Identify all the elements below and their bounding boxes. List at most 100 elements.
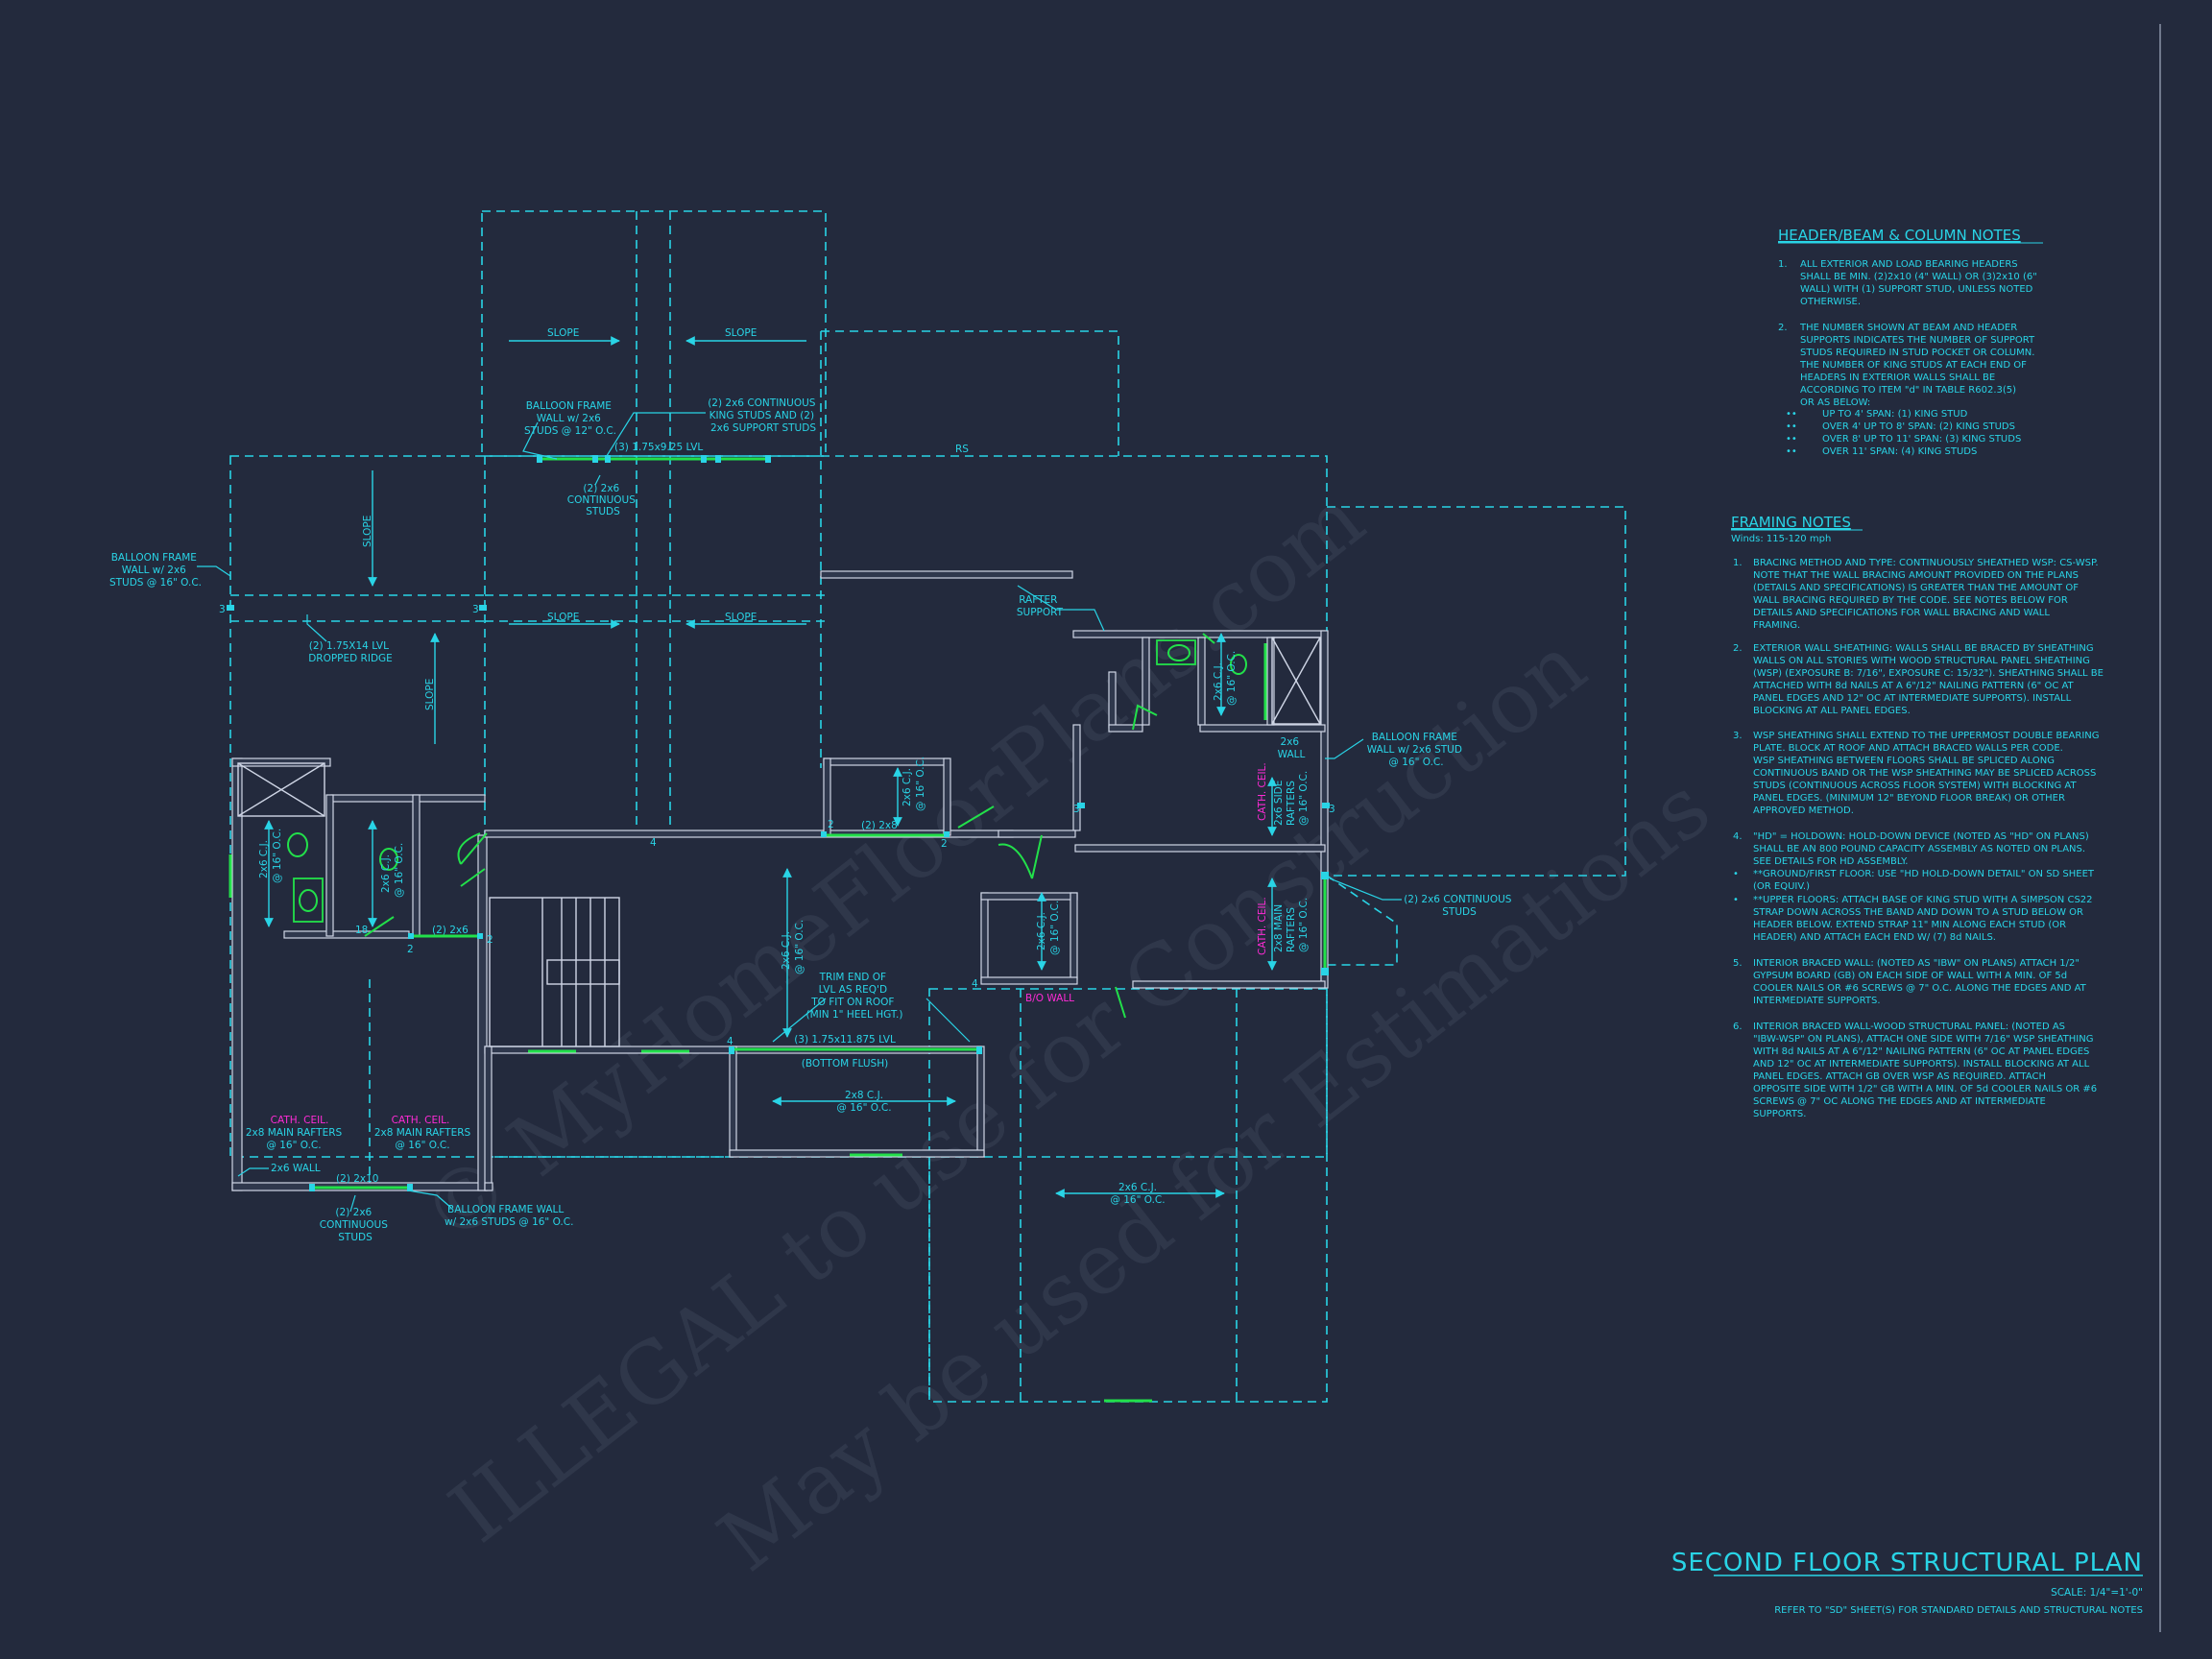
toilet-icon — [1230, 654, 1247, 675]
title-block: SECOND FLOOR STRUCTURAL PLAN SCALE: 1/4"… — [1671, 1549, 2143, 1616]
slope-label: SLOPE — [547, 327, 579, 339]
slope-label: SLOPE — [362, 516, 373, 547]
cath-ceil-label: CATH. CEIL. — [271, 1115, 329, 1126]
cath-ceil-label: CATH. CEIL. — [392, 1115, 450, 1126]
ceiling-joist-2x8-label: 2x8 C.J. — [845, 1090, 883, 1101]
slope-label: SLOPE — [725, 612, 757, 623]
wall-2x6-bottom-label: 2x6 WALL — [271, 1163, 321, 1174]
main-rafters-spacing: @ 16" O.C. — [266, 1140, 321, 1151]
slope-label: SLOPE — [424, 679, 436, 710]
header-2x6-label: (2) 2x6 — [432, 925, 469, 936]
framing-note-5: 5. INTERIOR BRACED WALL: (NOTED AS "IBW"… — [1733, 958, 2089, 1006]
ceiling-joist-spacing: @ 16" O.C. — [1110, 1194, 1165, 1206]
lvl-top-label: (3) 1.75x9.25 LVL — [614, 442, 703, 453]
main-rafters-label: 2x8 MAIN RAFTERS @ 16" O.C. — [1273, 898, 1310, 952]
continuous-studs-bottom-note: (2) 2x6 CONTINUOUS STUDS — [320, 1207, 391, 1243]
balloon-frame-left-note: BALLOON FRAME WALL w/ 2x6 STUDS @ 16" O.… — [109, 552, 202, 589]
side-rafters-label: 2x6 SIDE RAFTERS @ 16" O.C. — [1273, 771, 1310, 826]
framing-note-4-upper: • **UPPER FLOORS: ATTACH BASE OF KING ST… — [1733, 895, 2096, 943]
stud-count-2: 2 — [407, 944, 414, 955]
continuous-kingstud-note: (2) 2x6 CONTINUOUS KING STUDS AND (2) 2x… — [708, 397, 819, 434]
ceiling-joist-spacing: @ 16" O.C. — [915, 757, 926, 811]
stud-count-3: 3 — [1073, 804, 1080, 815]
ceiling-joist-spacing: @ 16" O.C. — [1049, 901, 1061, 955]
stair — [489, 897, 620, 1047]
stud-count-4: 4 — [650, 837, 657, 849]
stud-count-2: 2 — [487, 934, 493, 946]
slope-label: SLOPE — [725, 327, 757, 339]
stud-count-3: 3 — [219, 604, 226, 615]
rs-label: RS — [955, 444, 969, 455]
toilet-icon — [379, 848, 398, 871]
stud-count-4: 4 — [972, 978, 978, 990]
continuous-studs-top-note: (2) 2x6 CONTINUOUS STUDS — [567, 483, 638, 517]
closets — [237, 637, 1321, 817]
stud-count-2: 2 — [828, 819, 834, 830]
framing-notes-title: FRAMING NOTES — [1731, 514, 1851, 531]
framing-notes: FRAMING NOTES Winds: 115-120 mph 1. BRAC… — [1731, 514, 2106, 1119]
framing-note-3: 3. WSP SHEATHING SHALL EXTEND TO THE UPP… — [1733, 731, 2103, 816]
ceiling-joist-label: 2x6 C.J. — [902, 768, 913, 806]
sink-icon — [293, 878, 324, 923]
headers — [228, 457, 1327, 1403]
ceiling-joist-label: 2x6 C.J. — [380, 854, 392, 893]
header-beam-notes: HEADER/BEAM & COLUMN NOTES 1. ALL EXTERI… — [1778, 227, 2043, 457]
ceiling-joist-label: 2x6 C.J. — [1213, 662, 1224, 701]
header-note-1: 1. ALL EXTERIOR AND LOAD BEARING HEADERS… — [1778, 259, 2040, 307]
lvl-mid-label: (3) 1.75x11.875 LVL — [794, 1034, 896, 1046]
drawing-refer-note: REFER TO "SD" SHEET(S) FOR STANDARD DETA… — [1774, 1605, 2143, 1616]
span-arrows — [264, 336, 1277, 1198]
stud-markers — [227, 455, 1330, 1191]
framing-note-6: 6. INTERIOR BRACED WALL-WOOD STRUCTURAL … — [1733, 1022, 2100, 1119]
dropped-ridge-note: (2) 1.75X14 LVL DROPPED RIDGE — [308, 640, 393, 664]
header-2x8-label: (2) 2x8 — [861, 820, 898, 831]
stud-count-3: 3 — [1329, 804, 1335, 815]
trim-end-note: TRIM END OF LVL AS REQ'D TO FIT ON ROOF … — [806, 972, 903, 1021]
ceiling-joist-spacing: @ 16" O.C. — [1226, 651, 1238, 706]
stud-count-3: 3 — [472, 604, 479, 615]
framing-note-2: 2. EXTERIOR WALL SHEATHING: WALLS SHALL … — [1733, 643, 2106, 716]
ceiling-joist-label: 2x6 C.J. — [1036, 912, 1047, 950]
drawing-title: SECOND FLOOR STRUCTURAL PLAN — [1671, 1549, 2143, 1577]
header-2x10-label: (2) 2x10 — [336, 1173, 378, 1185]
balloon-frame-top-note: BALLOON FRAME WALL w/ 2x6 STUDS @ 12" O.… — [524, 400, 616, 437]
rafter-support-note: RAFTER SUPPORT — [1017, 594, 1064, 618]
doors — [364, 633, 1215, 1019]
bottom-flush-label: (BOTTOM FLUSH) — [802, 1058, 888, 1070]
ceiling-joist-spacing: @ 16" O.C. — [394, 843, 405, 898]
ceiling-joist-label: 2x6 C.J. — [258, 840, 270, 878]
slope-label: SLOPE — [547, 612, 579, 623]
framing-note-4-ground: • **GROUND/FIRST FLOOR: USE "HD HOLD-DOW… — [1733, 869, 2097, 892]
main-rafters-row-label: 2x8 MAIN RAFTERS — [374, 1127, 471, 1139]
continuous-studs-right-note: (2) 2x6 CONTINUOUS STUDS — [1404, 894, 1515, 918]
wall-2x6-note: 2x6 WALL — [1278, 736, 1306, 760]
leaders — [197, 412, 1402, 1213]
king-stud-list: ••UP TO 4' SPAN: (1) KING STUD ••OVER 4'… — [1786, 409, 2025, 457]
ceiling-joist-label: 2x6 C.J. — [1118, 1182, 1157, 1193]
header-notes-title: HEADER/BEAM & COLUMN NOTES — [1778, 227, 2021, 244]
balloon-frame-right-note: BALLOON FRAME WALL w/ 2x6 STUD @ 16" O.C… — [1367, 732, 1466, 768]
framing-notes-winds: Winds: 115-120 mph — [1731, 534, 1831, 544]
cath-ceil-label: CATH. CEIL. — [1257, 897, 1268, 955]
stud-count-4: 4 — [727, 1036, 733, 1047]
drawing-scale: SCALE: 1/4"=1'-0" — [2051, 1587, 2143, 1599]
toilet-icon — [287, 832, 308, 857]
framing-note-1: 1. BRACING METHOD AND TYPE: CONTINUOUSLY… — [1733, 558, 2102, 631]
stud-count-2: 2 — [941, 838, 948, 850]
bath-fixtures — [287, 639, 1247, 923]
ceiling-joist-label: 2x6 C.J. — [781, 931, 792, 970]
stud-count-18: 18 — [355, 925, 368, 936]
ceiling-joist-spacing: @ 16" O.C. — [272, 829, 283, 883]
watermark: © MyHomeFloorPlans.com ILLEGAL to use fo… — [403, 469, 1728, 1590]
bo-wall-label: B/O WALL — [1025, 993, 1074, 1004]
cath-ceil-label: CATH. CEIL. — [1257, 762, 1268, 821]
main-rafters-row-label: 2x8 MAIN RAFTERS — [246, 1127, 343, 1139]
sink-icon — [1156, 639, 1196, 665]
main-rafters-spacing: @ 16" O.C. — [395, 1140, 449, 1151]
header-note-2: 2. THE NUMBER SHOWN AT BEAM AND HEADER S… — [1778, 323, 2038, 408]
framing-note-4: 4. "HD" = HOLDOWN: HOLD-DOWN DEVICE (NOT… — [1733, 831, 2092, 867]
ceiling-joist-spacing: @ 16" O.C. — [794, 920, 805, 974]
plan-labels: SLOPE SLOPE SLOPE SLOPE SLOPE SLOPE RS B… — [109, 327, 1515, 1243]
ceiling-joist-spacing: @ 16" O.C. — [836, 1102, 891, 1114]
